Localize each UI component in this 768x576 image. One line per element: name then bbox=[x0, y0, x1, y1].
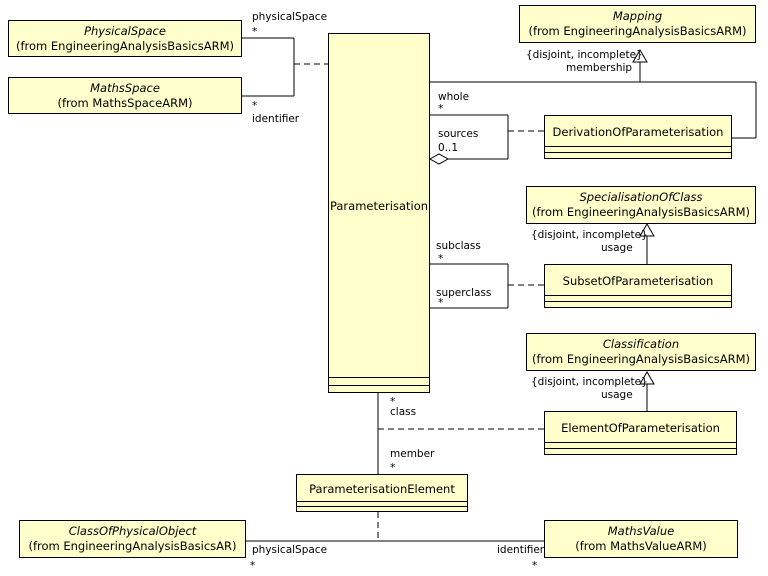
role-physical-space-bottom: physicalSpace bbox=[252, 544, 328, 556]
role-membership: membership bbox=[566, 62, 633, 74]
compartment-divider bbox=[545, 448, 736, 449]
mult-physical-space-bottom: * bbox=[250, 560, 256, 572]
mult-superclass: * bbox=[438, 297, 444, 309]
class-specialisation-name: SpecialisationOfClass bbox=[579, 190, 703, 204]
role-physical-space-top: physicalSpace bbox=[252, 11, 328, 23]
mapping-gen-arrow bbox=[632, 49, 648, 63]
compartment-divider bbox=[329, 385, 429, 386]
role-identifier-mid: identifier bbox=[252, 113, 300, 125]
compartment-divider bbox=[545, 152, 731, 153]
class-maths-value-name: MathsValue bbox=[607, 524, 675, 538]
class-parameterisation-element[interactable]: ParameterisationElement bbox=[296, 474, 468, 512]
class-maths-space-name: MathsSpace bbox=[90, 80, 160, 95]
class-physical-space-from: (from EngineeringAnalysisBasicsARM) bbox=[16, 38, 234, 53]
compartment-divider bbox=[297, 506, 467, 507]
mult-sources: 0..1 bbox=[438, 142, 459, 154]
class-subset-name: SubsetOfParameterisation bbox=[562, 274, 714, 288]
class-physical-space-name: PhysicalSpace bbox=[84, 23, 166, 38]
role-identifier-bottom: identifier bbox=[497, 544, 545, 556]
constraint-mapping: {disjoint, incomplete} bbox=[526, 49, 643, 61]
compartment-divider bbox=[297, 501, 467, 502]
class-classification[interactable]: Classification (from EngineeringAnalysis… bbox=[526, 333, 756, 371]
mult-subclass: * bbox=[438, 253, 444, 265]
class-subset-of-parameterisation[interactable]: SubsetOfParameterisation bbox=[544, 264, 732, 308]
compartment-divider bbox=[329, 377, 429, 378]
class-class-of-physical-object[interactable]: ClassOfPhysicalObject (from EngineeringA… bbox=[19, 520, 246, 558]
compartment-divider bbox=[545, 295, 731, 296]
role-usage-classification: usage bbox=[601, 389, 633, 401]
class-specialisation-of-class[interactable]: SpecialisationOfClass (from EngineeringA… bbox=[526, 186, 756, 224]
class-cpo-name: ClassOfPhysicalObject bbox=[68, 524, 197, 538]
class-maths-value-from: (from MathsValueARM) bbox=[575, 539, 707, 553]
class-cpo-from: (from EngineeringAnalysisBasicsAR) bbox=[28, 539, 237, 553]
constraint-classification: {disjoint, incomplete} bbox=[531, 376, 648, 388]
compartment-divider bbox=[545, 301, 731, 302]
classification-gen-arrow bbox=[639, 371, 655, 385]
class-parameterisation-element-name: ParameterisationElement bbox=[309, 482, 455, 496]
compartment-divider bbox=[545, 146, 731, 147]
role-usage-specialisation: usage bbox=[601, 242, 633, 254]
class-mapping-name: Mapping bbox=[612, 9, 663, 23]
class-maths-value[interactable]: MathsValue (from MathsValueARM) bbox=[544, 520, 738, 558]
class-classification-from: (from EngineeringAnalysisBasicsARM) bbox=[532, 352, 750, 366]
class-derivation-name: DerivationOfParameterisation bbox=[552, 125, 724, 139]
aggregation-diamond bbox=[428, 153, 450, 165]
class-maths-space-from: (from MathsSpaceARM) bbox=[57, 95, 193, 110]
class-mapping[interactable]: Mapping (from EngineeringAnalysisBasicsA… bbox=[519, 5, 756, 43]
role-whole: whole bbox=[438, 91, 470, 103]
role-class: class bbox=[390, 406, 417, 418]
role-superclass: superclass bbox=[436, 287, 492, 299]
constraint-specialisation: {disjoint, incomplete} bbox=[531, 229, 648, 241]
role-subclass: subclass bbox=[436, 240, 481, 252]
class-parameterisation-name: Parameterisation bbox=[329, 199, 429, 213]
mult-class: * bbox=[390, 396, 396, 408]
compartment-divider bbox=[545, 442, 736, 443]
class-physical-space[interactable]: PhysicalSpace (from EngineeringAnalysisB… bbox=[8, 20, 242, 57]
class-element-of-parameterisation[interactable]: ElementOfParameterisation bbox=[544, 411, 737, 455]
class-specialisation-from: (from EngineeringAnalysisBasicsARM) bbox=[532, 205, 750, 219]
role-sources: sources bbox=[438, 128, 479, 140]
class-classification-name: Classification bbox=[602, 337, 680, 351]
mult-physical-space-top: * bbox=[252, 26, 258, 38]
class-parameterisation[interactable]: Parameterisation bbox=[328, 33, 430, 393]
class-maths-space[interactable]: MathsSpace (from MathsSpaceARM) bbox=[8, 77, 242, 114]
specialisation-gen-arrow bbox=[639, 223, 655, 237]
mult-member: * bbox=[390, 462, 396, 474]
class-mapping-from: (from EngineeringAnalysisBasicsARM) bbox=[528, 24, 747, 38]
class-derivation-of-parameterisation[interactable]: DerivationOfParameterisation bbox=[544, 115, 732, 159]
role-member: member bbox=[390, 448, 435, 460]
mult-whole: * bbox=[438, 103, 444, 115]
mult-identifier-mid: * bbox=[252, 100, 258, 112]
class-element-name: ElementOfParameterisation bbox=[561, 421, 720, 435]
mult-identifier-bottom: * bbox=[532, 560, 538, 572]
